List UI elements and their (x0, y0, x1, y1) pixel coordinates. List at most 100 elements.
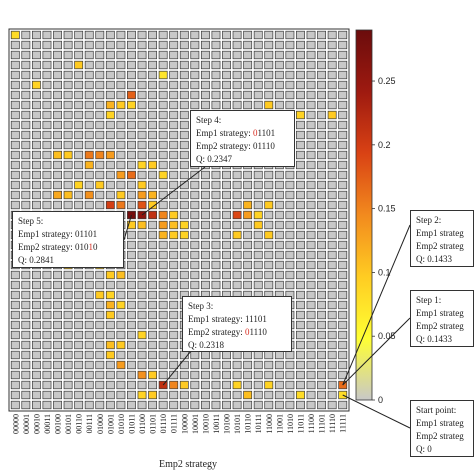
heatmap-cell-active (127, 100, 136, 110)
heatmap-cell (127, 180, 136, 190)
heatmap-cell (222, 170, 231, 180)
heatmap-cell (317, 240, 327, 250)
heatmap-cell (105, 70, 115, 80)
heatmap-cell (127, 320, 136, 330)
heatmap-cell (179, 80, 189, 90)
heatmap-cell (285, 40, 295, 50)
heatmap-cell (169, 50, 179, 60)
heatmap-cell (74, 290, 84, 300)
heatmap-cell (31, 280, 41, 290)
heatmap-cell (95, 30, 105, 40)
heatmap-cell (10, 60, 20, 70)
heatmap-cell (264, 400, 274, 410)
heatmap-cell (105, 90, 115, 100)
heatmap-cell (179, 200, 189, 210)
heatmap-cell (137, 350, 147, 360)
heatmap-cell (42, 340, 52, 350)
heatmap-cell (327, 240, 337, 250)
heatmap-cell (53, 400, 62, 410)
heatmap-cell (296, 340, 305, 350)
heatmap-cell (53, 330, 62, 340)
heatmap-cell (327, 40, 337, 50)
heatmap-cell-active (264, 100, 274, 110)
heatmap-cell (158, 60, 168, 70)
x-tick-label: 10111 (254, 414, 263, 433)
heatmap-cell (306, 390, 316, 400)
heatmap-cell (338, 210, 348, 220)
heatmap-cell-active (105, 310, 115, 320)
heatmap-cell (74, 380, 84, 390)
heatmap-cell (211, 70, 221, 80)
heatmap-cell (95, 390, 105, 400)
heatmap-cell (74, 150, 84, 160)
heatmap-cell (211, 40, 221, 50)
heatmap-cell (84, 140, 94, 150)
heatmap-cell (148, 50, 158, 60)
heatmap-cell (105, 60, 115, 70)
heatmap-cell (296, 200, 305, 210)
heatmap-cell (327, 130, 337, 140)
x-tick-label: 01010 (117, 414, 126, 434)
heatmap-cell (211, 80, 221, 90)
heatmap-cell (317, 260, 327, 270)
heatmap-cell (274, 50, 284, 60)
heatmap-cell (317, 70, 327, 80)
heatmap-cell (327, 90, 337, 100)
heatmap-cell (169, 240, 179, 250)
heatmap-cell (105, 320, 115, 330)
heatmap-cell (42, 360, 52, 370)
heatmap-cell (327, 390, 337, 400)
leader-line (342, 394, 411, 429)
heatmap-cell (317, 300, 327, 310)
heatmap-cell (243, 230, 253, 240)
heatmap-cell (222, 380, 231, 390)
heatmap-cell (53, 200, 62, 210)
heatmap-cell (10, 290, 20, 300)
heatmap-cell (10, 400, 20, 410)
heatmap-cell (222, 100, 231, 110)
heatmap-cell (232, 70, 242, 80)
heatmap-cell (63, 100, 73, 110)
heatmap-cell-active (116, 190, 126, 200)
heatmap-cell (232, 40, 242, 50)
heatmap-cell (253, 370, 263, 380)
heatmap-cell (137, 140, 147, 150)
annotation-line: Emp2 strategy: 01110 (196, 141, 275, 151)
heatmap-cell (158, 320, 168, 330)
heatmap-cell (148, 240, 158, 250)
heatmap-cell (116, 160, 126, 170)
heatmap-cell (148, 300, 158, 310)
heatmap-cell (306, 150, 316, 160)
heatmap-cell (84, 300, 94, 310)
heatmap-cell (116, 80, 126, 90)
heatmap-cell (200, 50, 210, 60)
heatmap-cell (95, 310, 105, 320)
heatmap-cell-active (95, 150, 105, 160)
heatmap-cell (95, 50, 105, 60)
heatmap-cell (42, 80, 52, 90)
heatmap-cell (10, 390, 20, 400)
heatmap-cell (95, 140, 105, 150)
heatmap-cell (200, 390, 210, 400)
heatmap-cell-active (116, 340, 126, 350)
heatmap-cell (10, 180, 20, 190)
heatmap-cell (74, 90, 84, 100)
heatmap-cell-active (74, 60, 84, 70)
heatmap-cell (63, 300, 73, 310)
heatmap-cell (116, 280, 126, 290)
heatmap-cell (222, 30, 231, 40)
heatmap-cell-active (53, 190, 62, 200)
heatmap-cell (105, 400, 115, 410)
heatmap-cell (74, 280, 84, 290)
heatmap-cell (222, 280, 231, 290)
heatmap-cell (296, 70, 305, 80)
annotation-line: Step 2: (416, 215, 442, 225)
heatmap-cell (222, 260, 231, 270)
heatmap-cell (200, 60, 210, 70)
heatmap-cell (222, 240, 231, 250)
heatmap-cell (338, 270, 348, 280)
heatmap-cell (306, 370, 316, 380)
heatmap-cell (264, 60, 274, 70)
leader-line (342, 224, 411, 386)
